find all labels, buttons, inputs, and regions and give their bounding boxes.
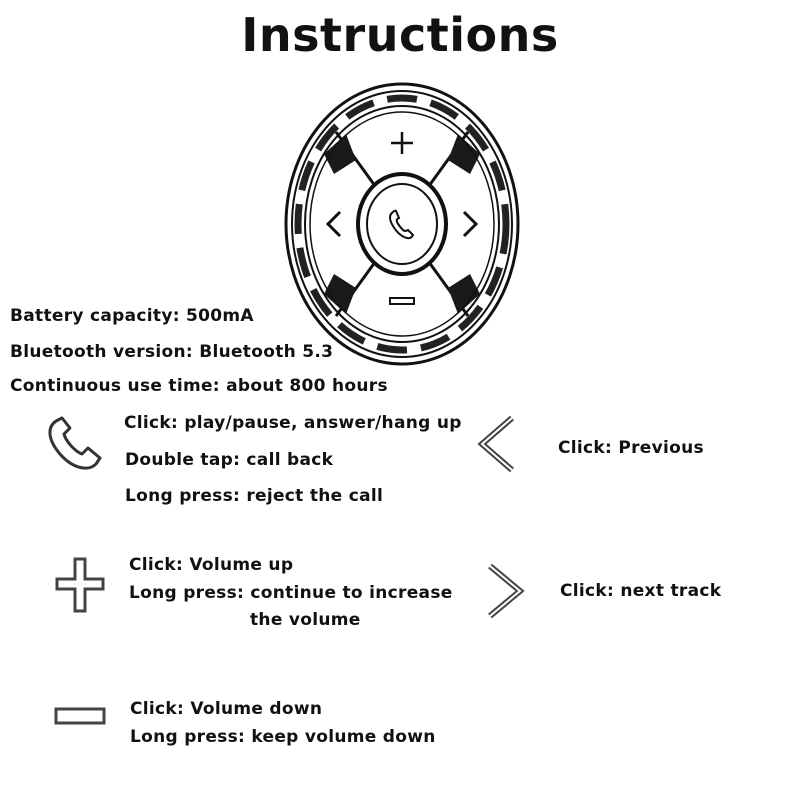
phone-long-press: Long press: reject the call <box>125 486 384 506</box>
plus-long-press: Long press: continue to increase <box>129 583 453 603</box>
chevron-right-icon <box>488 563 525 619</box>
page-title: Instructions <box>241 8 559 62</box>
previous-text: Click: Previous <box>558 438 704 458</box>
remote-illustration <box>284 82 520 366</box>
minus-icon <box>54 707 106 725</box>
spec-use-time: Continuous use time: about 800 hours <box>10 376 388 396</box>
spec-bluetooth: Bluetooth version: Bluetooth 5.3 <box>10 342 334 362</box>
spec-battery: Battery capacity: 500mA <box>10 306 254 326</box>
plus-long-press-cont: the volume <box>250 610 361 630</box>
plus-icon <box>55 557 105 613</box>
phone-icon <box>48 416 102 470</box>
minus-long-press: Long press: keep volume down <box>130 727 436 747</box>
next-text: Click: next track <box>560 581 722 601</box>
phone-double-tap: Double tap: call back <box>125 450 334 470</box>
minus-click: Click: Volume down <box>130 699 323 719</box>
chevron-left-icon <box>477 415 514 473</box>
phone-click: Click: play/pause, answer/hang up <box>124 413 462 433</box>
plus-click: Click: Volume up <box>129 555 294 575</box>
